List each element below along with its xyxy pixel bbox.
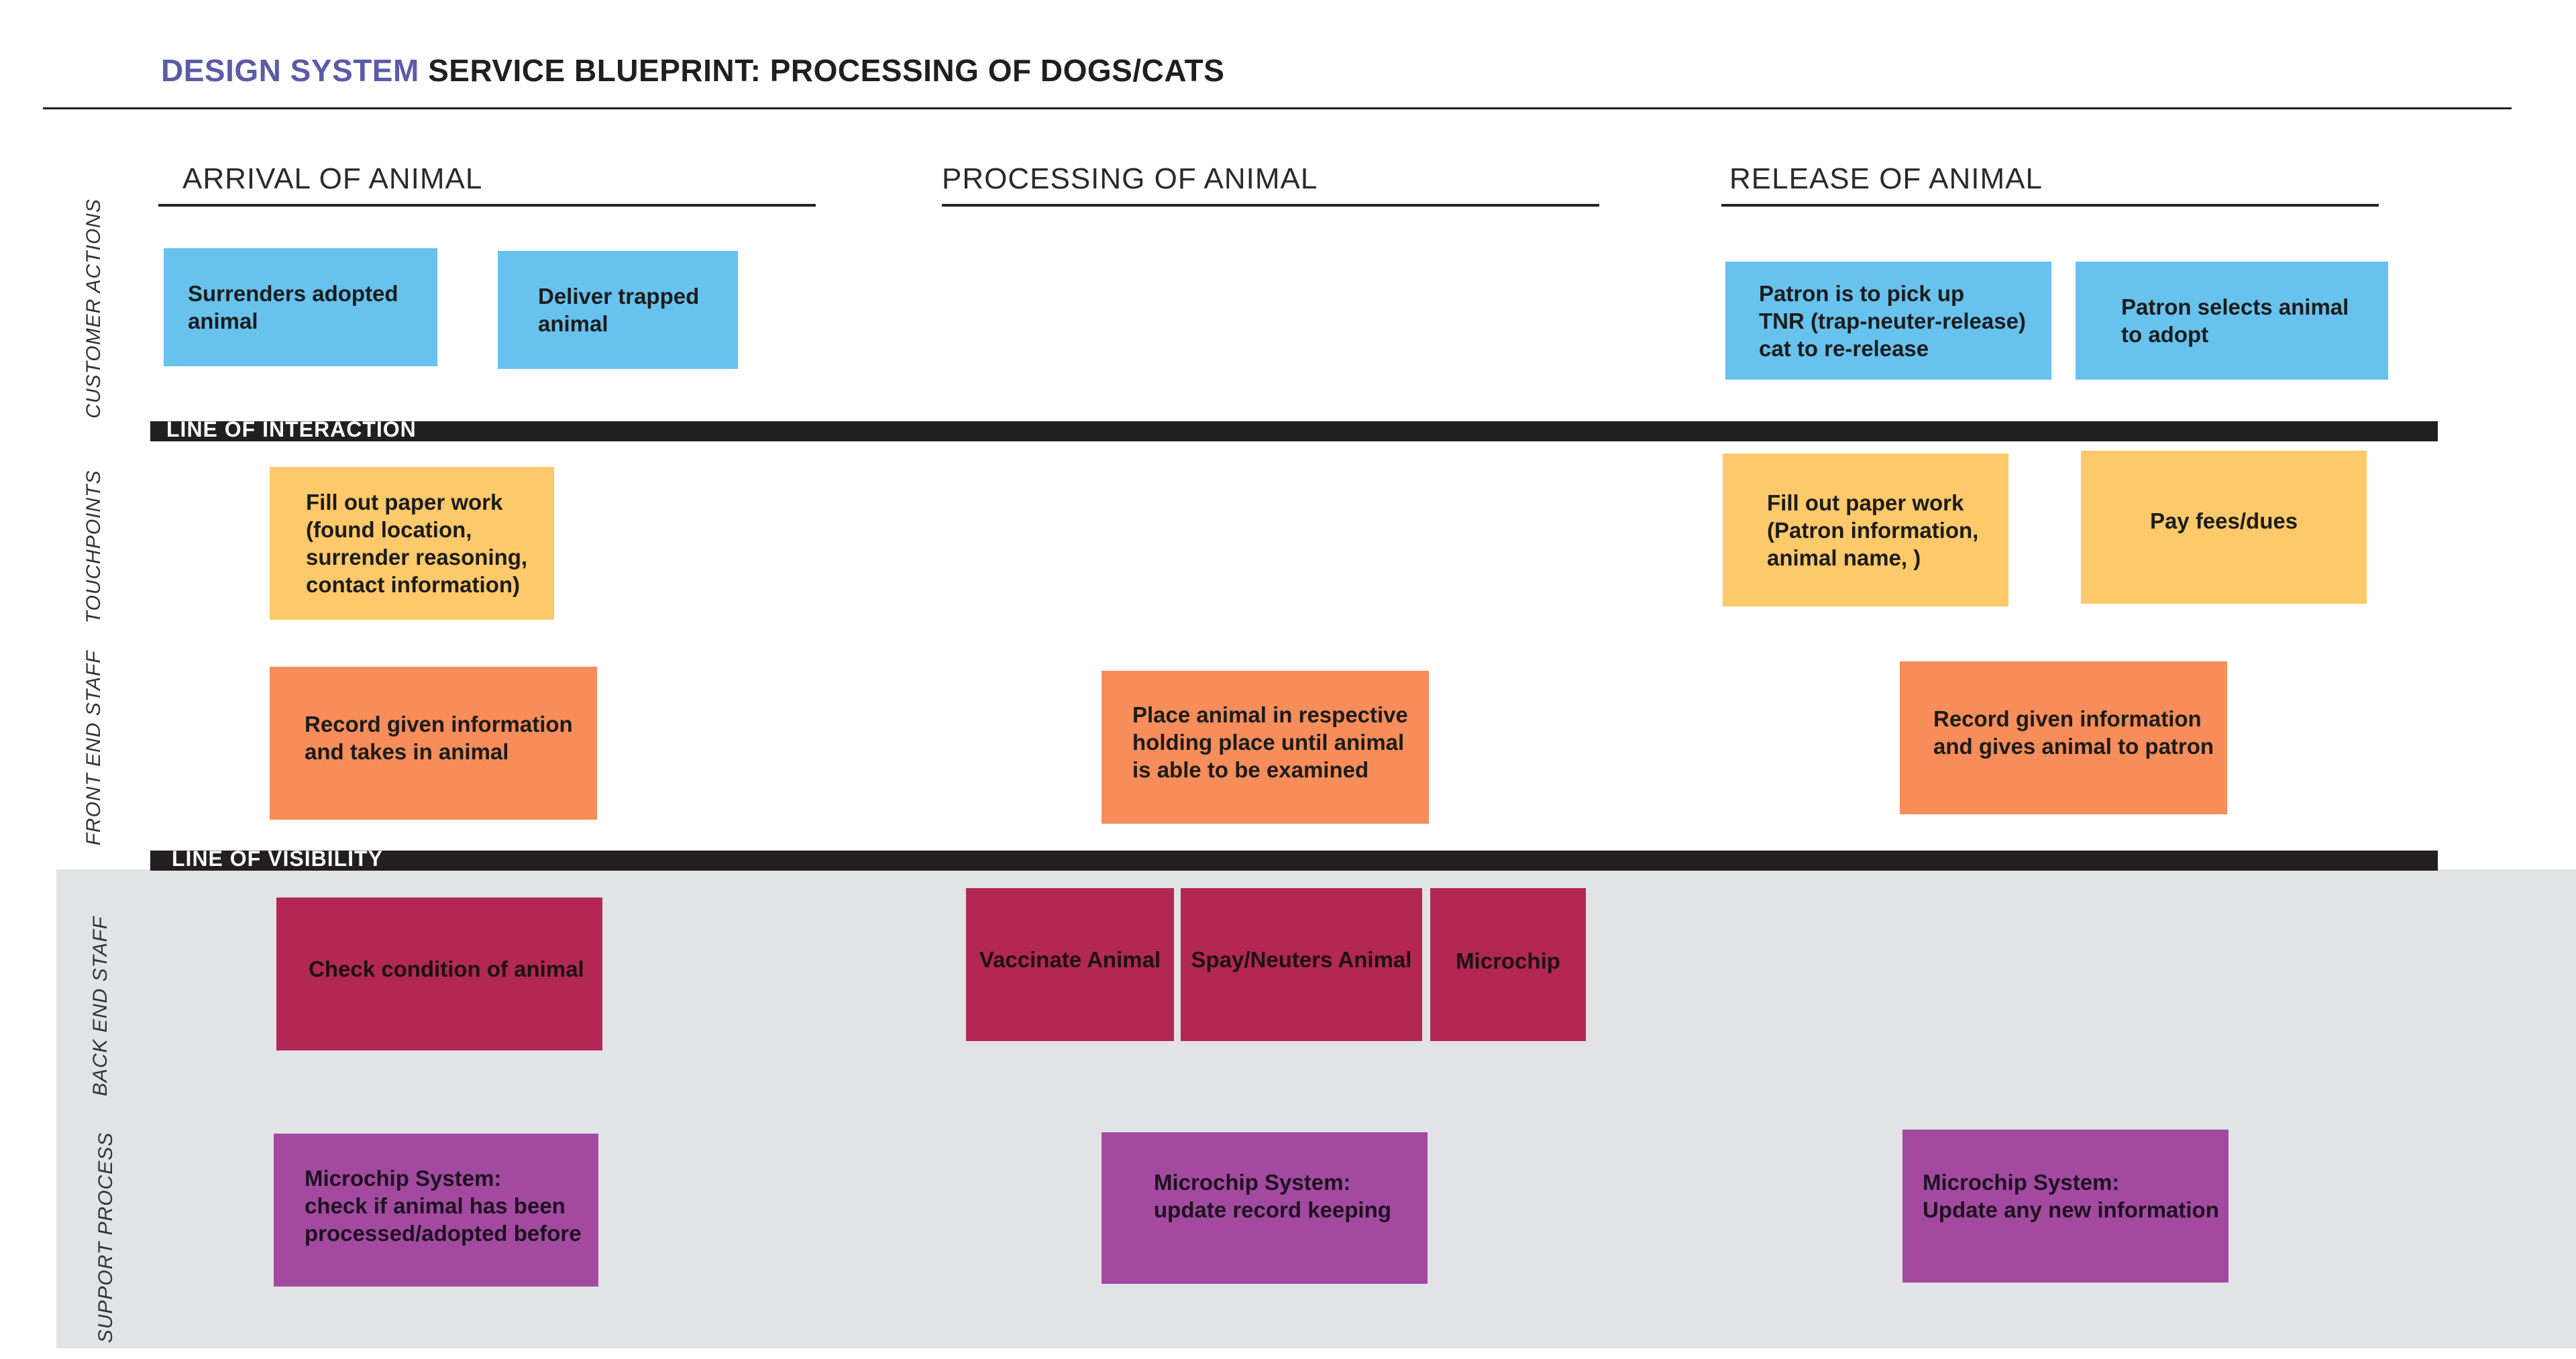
phase-processing-rule	[942, 204, 1599, 207]
front-end-staff-text: Place animal in respective holding place…	[1132, 702, 1408, 782]
support-process-text: Microchip System: update record keeping	[1154, 1170, 1391, 1222]
phase-arrival-rule	[158, 204, 816, 207]
lane-label-touchpoints: TOUCHPOINTS	[83, 470, 105, 624]
support-process-text: Microchip System: Update any new informa…	[1923, 1170, 2219, 1222]
back-end-staff-note: Vaccinate Animal	[966, 888, 1174, 1041]
lane-label-front-end-staff: FRONT END STAFF	[83, 650, 105, 846]
line-of-visibility: LINE OF VISIBILITY	[150, 847, 2438, 871]
back-end-staff-text: Vaccinate Animal	[979, 946, 1161, 972]
customer-action-text: Surrenders adopted animal	[188, 281, 398, 333]
customer-action-note: Patron selects animal to adopt	[2076, 262, 2388, 380]
line-of-interaction: LINE OF INTERACTION	[150, 417, 2438, 441]
title-divider	[43, 107, 2512, 109]
back-end-staff-text: Check condition of animal	[309, 956, 584, 981]
support-process-note: Microchip System: check if animal has be…	[274, 1134, 598, 1287]
title-accent: DESIGN SYSTEM	[161, 53, 419, 88]
customer-action-note: Deliver trapped animal	[498, 251, 738, 369]
support-process-note: Microchip System: update record keeping	[1102, 1132, 1428, 1284]
back-end-staff-note: Spay/Neuters Animal	[1181, 888, 1422, 1041]
line-of-interaction-label: LINE OF INTERACTION	[166, 417, 417, 441]
touchpoint-note: Fill out paper work (found location, sur…	[270, 467, 554, 620]
page-title: DESIGN SYSTEM SERVICE BLUEPRINT: PROCESS…	[161, 52, 1224, 89]
customer-action-text: Deliver trapped animal	[538, 284, 700, 336]
phase-release: RELEASE OF ANIMAL	[1729, 162, 2043, 195]
back-end-staff-note: Check condition of animal	[276, 898, 602, 1050]
front-end-staff-note: Record given information and takes in an…	[270, 667, 597, 820]
front-end-staff-text: Record given information and takes in an…	[305, 712, 573, 764]
phase-processing: PROCESSING OF ANIMAL	[942, 162, 1318, 195]
lane-label-support-process: SUPPORT PROCESS	[95, 1132, 117, 1344]
customer-action-note: Patron is to pick up TNR (trap-neuter-re…	[1725, 262, 2051, 380]
line-of-visibility-label: LINE OF VISIBILITY	[172, 847, 383, 871]
support-process-note: Microchip System: Update any new informa…	[1902, 1130, 2229, 1283]
touchpoint-text: Pay fees/dues	[2149, 508, 2298, 533]
lane-label-back-end-staff: BACK END STAFF	[89, 916, 111, 1097]
back-end-staff-text: Spay/Neuters Animal	[1191, 946, 1412, 972]
touchpoint-text: Fill out paper work (Patron information,…	[1767, 490, 1979, 570]
front-end-staff-note: Record given information and gives anima…	[1900, 661, 2227, 814]
back-end-staff-text: Microchip	[1456, 948, 1560, 973]
phase-arrival: ARRIVAL OF ANIMAL	[182, 162, 483, 195]
customer-action-note: Surrenders adopted animal	[164, 248, 437, 366]
front-end-staff-text: Record given information and gives anima…	[1933, 706, 2214, 759]
lane-label-customer-actions: CUSTOMER ACTIONS	[83, 199, 105, 419]
support-process-text: Microchip System: check if animal has be…	[305, 1165, 582, 1246]
touchpoint-note: Fill out paper work (Patron information,…	[1723, 453, 2008, 606]
touchpoint-note: Pay fees/dues	[2081, 451, 2367, 604]
customer-action-text: Patron is to pick up TNR (trap-neuter-re…	[1759, 280, 2026, 361]
title-rest: SERVICE BLUEPRINT: PROCESSING OF DOGS/CA…	[428, 53, 1225, 88]
phase-release-rule	[1721, 204, 2379, 207]
back-end-staff-note: Microchip	[1430, 888, 1586, 1041]
front-end-staff-note: Place animal in respective holding place…	[1102, 671, 1429, 824]
touchpoint-text: Fill out paper work (found location, sur…	[306, 490, 528, 597]
customer-action-text: Patron selects animal to adopt	[2121, 294, 2349, 347]
